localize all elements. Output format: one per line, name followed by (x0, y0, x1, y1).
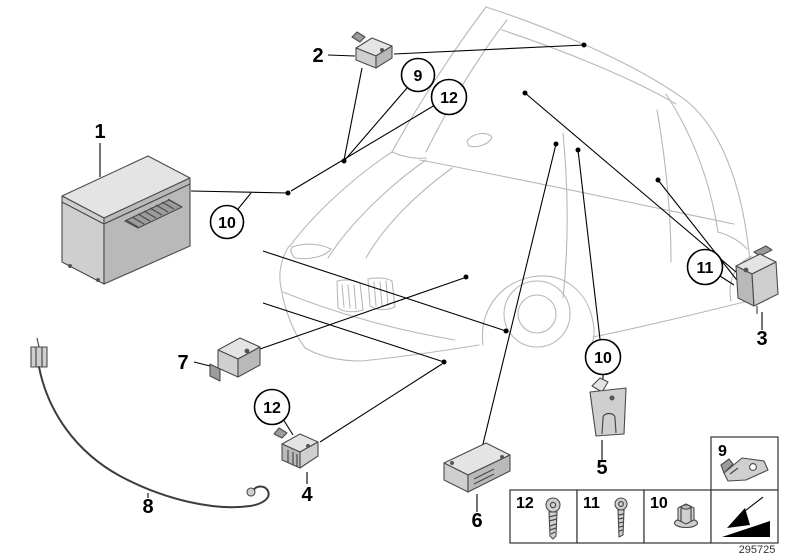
torx-pan-head-screw-icon (545, 497, 561, 540)
callout-10-ring[interactable] (584, 338, 622, 376)
callout-11-label[interactable]: 11 (697, 260, 714, 277)
callout-10-circled-left[interactable]: 10 (209, 204, 245, 240)
part-2-sensor[interactable] (351, 31, 393, 69)
callout-5-label[interactable]: 5 (596, 457, 607, 479)
legend-item-12[interactable]: 12 (509, 489, 578, 544)
part-7-impact-sensor[interactable] (209, 337, 261, 382)
legend-item-10-label: 10 (650, 495, 668, 512)
legend-item-11-label: 11 (583, 495, 600, 512)
legend-item-12-label: 12 (516, 495, 534, 512)
callout-8-label[interactable]: 8 (142, 496, 153, 518)
callout-10-label[interactable]: 10 (218, 215, 236, 232)
callout-9-label[interactable]: 9 (414, 68, 423, 85)
callout-1-label[interactable]: 1 (94, 121, 105, 143)
callout-4-label[interactable]: 4 (301, 484, 313, 506)
leader-lines (190, 42, 741, 449)
mounting-bracket-icon (720, 457, 769, 482)
diagram-number: 295725 (739, 544, 776, 556)
callout-9-ring[interactable] (400, 57, 436, 93)
callout-8[interactable]: 8 (142, 493, 154, 518)
legend-item-10[interactable]: 10 (643, 489, 712, 544)
legend-item-11[interactable]: 11 (576, 489, 645, 544)
legend-box[interactable] (576, 489, 645, 544)
part-1-control-module[interactable] (61, 155, 191, 285)
torx-cheese-head-screw-icon (614, 497, 628, 538)
part-3-sensor-with-bracket[interactable] (735, 245, 779, 314)
part-8-wiring-cable[interactable] (30, 337, 270, 509)
part-5-holder-bracket[interactable] (589, 377, 627, 437)
legend-item-9-label: 9 (718, 443, 727, 460)
callout-2[interactable]: 2 (312, 45, 356, 67)
callout-10-ring[interactable] (209, 204, 245, 240)
car-outline (279, 6, 753, 362)
callout-12-ring[interactable] (430, 78, 468, 116)
hex-flange-nut-icon (673, 503, 699, 529)
callout-11-circled[interactable]: 11 (686, 248, 724, 286)
callout-12-ring[interactable] (253, 388, 291, 426)
part-6-control-unit[interactable] (443, 442, 511, 493)
callout-4[interactable]: 4 (301, 472, 313, 506)
callout-9-circled[interactable]: 9 (400, 57, 436, 93)
callout-10-circled-mid[interactable]: 10 (584, 338, 622, 376)
callout-1[interactable]: 1 (94, 121, 106, 177)
callout-6[interactable]: 6 (471, 494, 483, 532)
callout-3[interactable]: 3 (756, 312, 768, 350)
callout-7-label[interactable]: 7 (177, 352, 188, 374)
callout-12-label[interactable]: 12 (263, 400, 281, 417)
callout-2-label[interactable]: 2 (312, 45, 323, 67)
callout-7[interactable]: 7 (177, 352, 211, 374)
legend-item-9[interactable]: 9 (710, 436, 779, 491)
callout-6-label[interactable]: 6 (471, 510, 482, 532)
callout-12-circled-bottom[interactable]: 12 (253, 388, 291, 426)
part-4-clip-sensor[interactable] (273, 427, 319, 469)
legend: 12 11 10 (509, 436, 779, 544)
callout-12-circled-top[interactable]: 12 (430, 78, 468, 116)
callout-3-label[interactable]: 3 (756, 328, 767, 350)
callout-12-label[interactable]: 12 (440, 90, 458, 107)
callout-10-label[interactable]: 10 (594, 350, 612, 367)
callout-5[interactable]: 5 (596, 440, 608, 479)
legend-box[interactable] (509, 489, 578, 544)
callout-11-ring[interactable] (686, 248, 724, 286)
viewing-direction-arrow-icon (710, 489, 779, 544)
